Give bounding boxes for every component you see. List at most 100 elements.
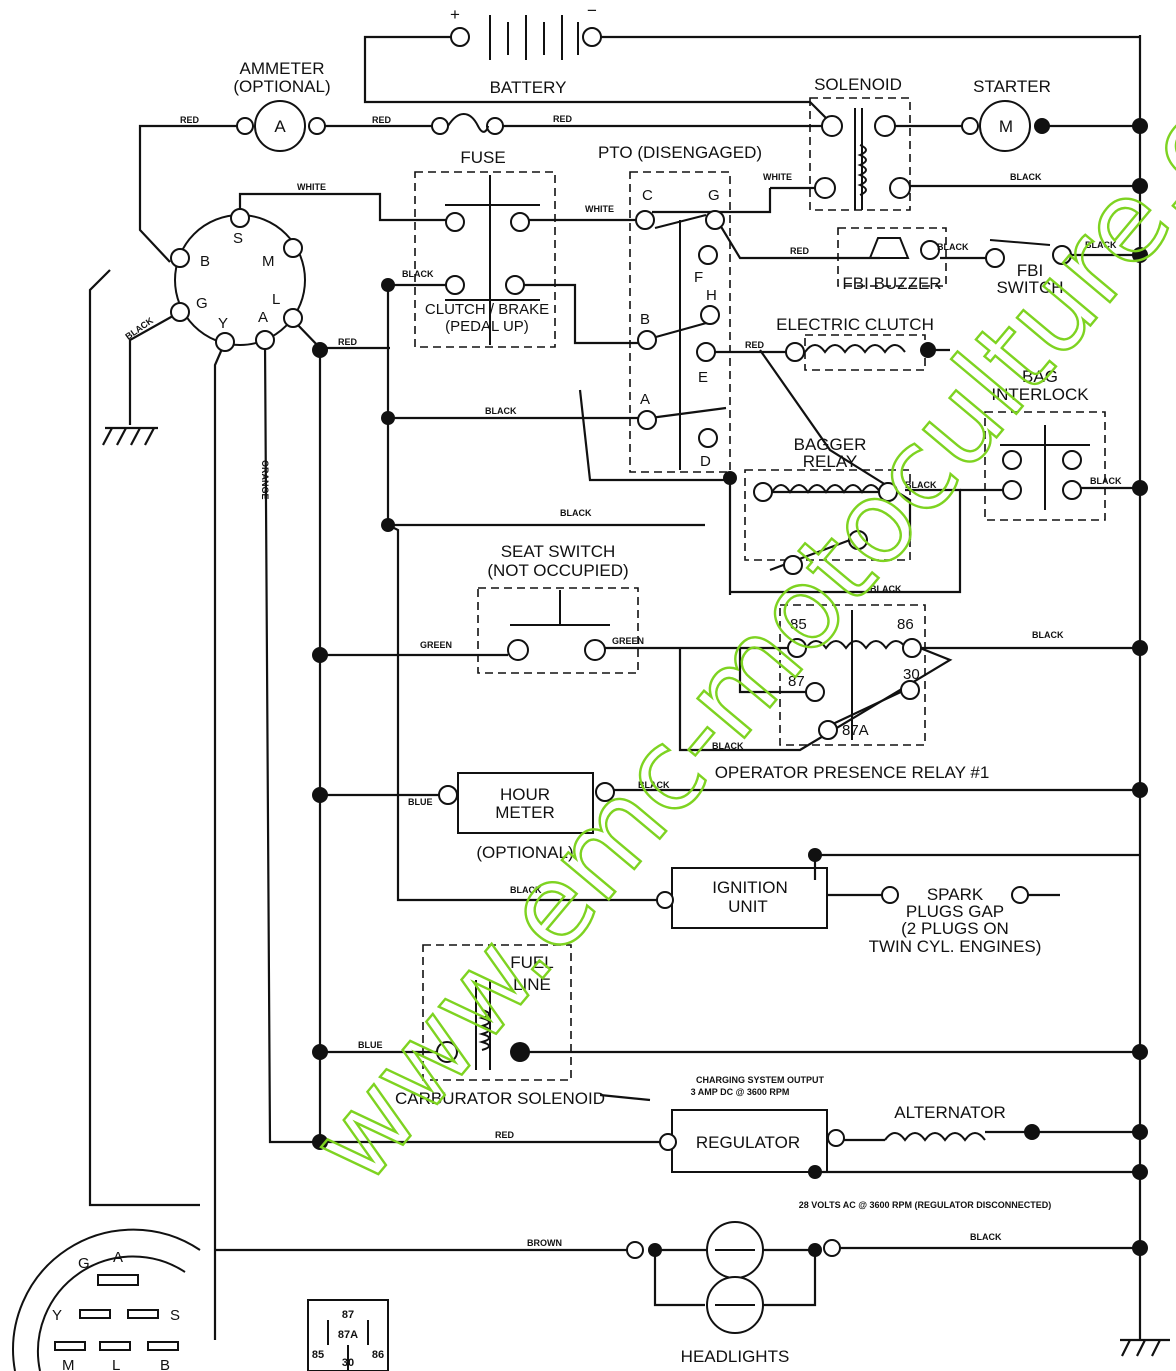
starter-letter: M — [999, 117, 1013, 136]
relay-pinout — [307, 1299, 389, 1371]
battery-positive-label: + — [450, 5, 460, 24]
fbi-buzzer-switch — [868, 237, 1072, 268]
wire-brown: BROWN — [527, 1238, 562, 1248]
fuel-line-label-2: LINE — [513, 975, 551, 994]
key-terminal-g: G — [196, 295, 208, 312]
regulator — [659, 1109, 845, 1179]
wire-blue-2: BLUE — [358, 1040, 383, 1050]
wire-red-4: RED — [790, 246, 810, 256]
wire-red-3: RED — [553, 114, 573, 124]
key-terminal-a: A — [258, 309, 268, 326]
charging-output-label-2: 3 AMP DC @ 3600 RPM — [691, 1087, 790, 1097]
carburator-solenoid — [436, 980, 530, 1070]
wire-orange: ORANGE — [260, 460, 270, 500]
key-terminal-m: M — [262, 253, 275, 270]
ammeter-optional-label: (OPTIONAL) — [233, 77, 330, 96]
pto-terminal-h: H — [706, 287, 717, 304]
pto-terminal-b: B — [640, 311, 650, 328]
wire-black-3: BLACK — [937, 242, 969, 252]
ignition-unit-label-2: UNIT — [728, 897, 768, 916]
key-terminal-y: Y — [218, 315, 228, 332]
alternator-label: ALTERNATOR — [894, 1103, 1005, 1122]
pto-terminal-g: G — [708, 187, 720, 204]
fuse-symbol — [431, 113, 504, 135]
pinout-87: 87 — [342, 1309, 354, 1321]
wire-white-1: WHITE — [297, 182, 326, 192]
battery-symbol — [450, 15, 602, 60]
wire-black-7: BLACK — [905, 480, 937, 490]
wire-black-10: BLACK — [1032, 630, 1064, 640]
ignition-unit-label-1: IGNITION — [712, 878, 788, 897]
electric-clutch-label: ELECTRIC CLUTCH — [776, 315, 934, 334]
spark-plugs-label-3: (2 PLUGS ON — [901, 919, 1009, 938]
pto-terminal-c: C — [642, 187, 653, 204]
carburator-solenoid-label: CARBURATOR SOLENOID — [395, 1089, 605, 1108]
bag-interlock-label-1: BAG — [1022, 367, 1058, 386]
wire-white-3: WHITE — [763, 172, 792, 182]
clutch-brake-switch — [445, 175, 540, 345]
plug-pin-b: B — [160, 1357, 170, 1371]
wire-red-1: RED — [180, 115, 200, 125]
wire-black-6: BLACK — [560, 508, 592, 518]
wire-green-2: GREEN — [612, 636, 644, 646]
bag-interlock-label-2: INTERLOCK — [991, 385, 1089, 404]
labels: + − BATTERY AMMETER (OPTIONAL) A SOLENOI… — [52, 1, 1122, 1371]
relay-terminal-85: 85 — [790, 616, 807, 633]
plug-pin-l: L — [112, 1357, 120, 1371]
wire-black-2: BLACK — [1085, 240, 1117, 250]
wire-black-1: BLACK — [1010, 172, 1042, 182]
solenoid-label: SOLENOID — [814, 75, 902, 94]
headlights-label: HEADLIGHTS — [681, 1347, 790, 1366]
relay-terminal-87: 87 — [788, 673, 805, 690]
starter-label: STARTER — [973, 77, 1051, 96]
starter-motor-symbol — [961, 100, 1050, 152]
watermark-text: www.emc-motoculture.com — [286, 0, 1176, 1207]
wire-black-4: BLACK — [402, 269, 434, 279]
wire-red-7: RED — [495, 1130, 515, 1140]
wire-black-14: BLACK — [970, 1232, 1002, 1242]
hour-meter — [438, 772, 615, 834]
relay-terminal-87a: 87A — [842, 722, 869, 739]
hour-meter-optional-label: (OPTIONAL) — [476, 843, 573, 862]
wire-red-2: RED — [372, 115, 392, 125]
regulator-label: REGULATOR — [696, 1133, 800, 1152]
seat-switch-label-1: SEAT SWITCH — [501, 542, 616, 561]
key-terminal-s: S — [233, 230, 243, 247]
pinout-87a: 87A — [338, 1329, 358, 1341]
ammeter-label: AMMETER — [240, 59, 325, 78]
plug-pin-g: G — [78, 1255, 90, 1272]
charging-output-label-1: CHARGING SYSTEM OUTPUT — [696, 1075, 825, 1085]
pto-terminal-e: E — [698, 369, 708, 386]
pedal-up-label: (PEDAL UP) — [445, 318, 529, 335]
wire-black-12: BLACK — [638, 780, 670, 790]
electric-clutch — [785, 342, 936, 362]
pinout-85: 85 — [312, 1349, 324, 1361]
hour-meter-label-1: HOUR — [500, 785, 550, 804]
spark-plugs-label-2: PLUGS GAP — [906, 902, 1004, 921]
pto-terminal-d: D — [700, 453, 711, 470]
plug-pin-s: S — [170, 1307, 180, 1324]
ammeter-letter: A — [274, 117, 286, 136]
wire-black-11: BLACK — [712, 741, 744, 751]
pinout-86: 86 — [372, 1349, 384, 1361]
operator-presence-relay — [787, 610, 922, 740]
battery-negative-label: − — [587, 1, 597, 20]
junction-dots — [312, 118, 1148, 1256]
wire-black-13: BLACK — [510, 885, 542, 895]
solenoid-symbol — [814, 108, 911, 210]
wire-black-9: BLACK — [870, 584, 902, 594]
plug-pin-y: Y — [52, 1307, 62, 1324]
volts-note-label: 28 VOLTS AC @ 3600 RPM (REGULATOR DISCON… — [799, 1200, 1051, 1210]
pto-terminal-f: F — [694, 269, 703, 286]
fbi-switch-label-1: FBI — [1017, 261, 1043, 280]
pinout-30: 30 — [342, 1357, 354, 1369]
switch-plug-pinout — [12, 1228, 201, 1371]
bagger-relay-label-2: RELAY — [803, 452, 858, 471]
pto-switch — [635, 210, 725, 470]
wire-red-5: RED — [338, 337, 358, 347]
bagger-relay — [723, 471, 898, 575]
wire-red-6: RED — [745, 340, 765, 350]
pto-terminal-a: A — [640, 391, 650, 408]
